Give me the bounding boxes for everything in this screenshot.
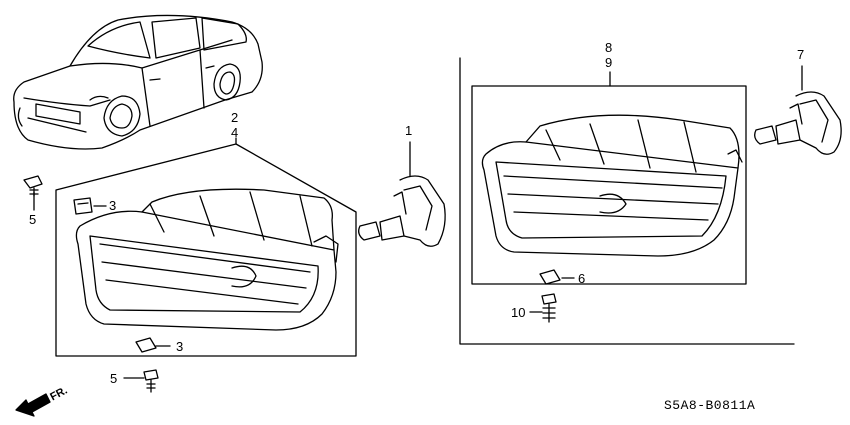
bulb-7 <box>754 91 842 155</box>
callout-2: 2 <box>231 110 239 125</box>
arrow-left-down-icon <box>15 393 51 417</box>
clip-3-bottom <box>135 337 157 353</box>
callout-3-bottom: 3 <box>176 339 184 354</box>
right-group-frame <box>459 57 795 345</box>
left-group-frame <box>55 143 357 357</box>
callout-1: 1 <box>405 123 413 138</box>
callout-4: 4 <box>231 125 239 140</box>
bulb-1 <box>358 175 446 247</box>
callout-3-top: 3 <box>109 198 117 213</box>
clip-3-top <box>73 197 93 215</box>
callout-8: 8 <box>605 40 613 55</box>
screw-5-bottom <box>143 369 159 393</box>
screw-5-left <box>23 175 43 197</box>
left-fog-light <box>75 188 339 331</box>
screw-10 <box>541 293 557 323</box>
callout-10: 10 <box>511 305 526 320</box>
callout-6: 6 <box>578 271 586 286</box>
callout-5-left: 5 <box>29 212 37 227</box>
callout-7: 7 <box>797 47 805 62</box>
right-inner-frame <box>471 85 747 285</box>
callout-5-bottom: 5 <box>110 371 118 386</box>
callout-9: 9 <box>605 55 613 70</box>
car-silhouette <box>13 14 263 150</box>
clip-6 <box>539 269 561 285</box>
right-fog-light <box>481 114 743 257</box>
diagram-code: S5A8-B0811A <box>664 398 756 413</box>
